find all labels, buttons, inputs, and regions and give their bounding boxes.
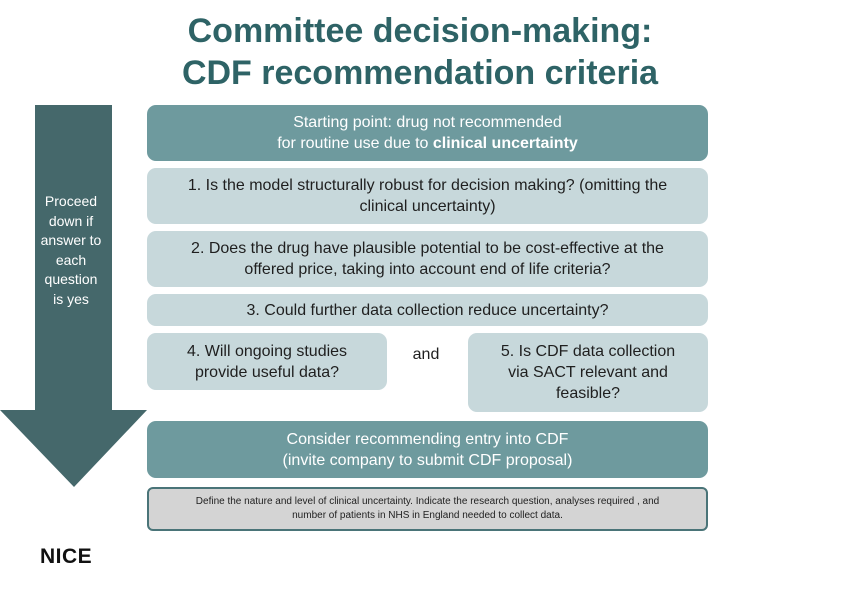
arrow-instruction: Proceed down if answer to each question … — [32, 192, 110, 309]
consider-cdf-box: Consider recommending entry into CDF (in… — [147, 421, 708, 478]
arrow-line: is yes — [53, 290, 89, 307]
arrow-line: Proceed — [44, 193, 98, 209]
slide-title: Committee decision-making: CDF recommend… — [140, 10, 700, 94]
q2-line-2: offered price, taking into account end o… — [244, 261, 611, 278]
title-line-2: CDF recommendation criteria — [181, 54, 659, 92]
q2-line-1: 2. Does the drug have plausible potentia… — [191, 240, 664, 257]
consider-line-1: Consider recommending entry into CDF — [286, 430, 569, 448]
definition-note: Define the nature and level of clinical … — [147, 487, 708, 531]
arrow-line: answer to — [40, 232, 102, 248]
and-connector: and — [412, 346, 440, 363]
clinical-uncertainty-emphasis: clinical uncertainty — [432, 135, 578, 152]
nice-logo: NICE — [40, 545, 93, 568]
q1-line-1: 1. Is the model structurally robust for … — [187, 177, 668, 194]
title-line-1: Committee decision-making: — [187, 12, 653, 50]
q4-line-2: provide useful data? — [194, 363, 340, 381]
down-arrow — [0, 105, 147, 487]
start-line-2-prefix: for routine use due to — [277, 135, 433, 152]
consider-line-2: (invite company to submit CDF proposal) — [282, 451, 573, 469]
note-line-2: number of patients in NHS in England nee… — [292, 510, 563, 521]
arrow-line: question — [44, 271, 98, 287]
arrow-line: down if — [48, 212, 94, 229]
q4-line-1: 4. Will ongoing studies — [186, 342, 348, 360]
q5-line-3: feasible? — [555, 385, 621, 402]
q3-line-1: 3. Could further data collection reduce … — [246, 301, 609, 319]
question-5-box: 5. Is CDF data collection via SACT relev… — [468, 333, 708, 412]
question-4-box: 4. Will ongoing studies provide useful d… — [147, 333, 387, 390]
start-line-2: for routine use due to clinical uncertai… — [277, 133, 578, 154]
q1-line-2: clinical uncertainty) — [359, 198, 496, 215]
starting-point-box: Starting point: drug not recommended for… — [147, 105, 708, 161]
arrow-line: each — [55, 251, 87, 268]
question-1-box: 1. Is the model structurally robust for … — [147, 168, 708, 224]
question-3-box: 3. Could further data collection reduce … — [147, 294, 708, 326]
note-line-1: Define the nature and level of clinical … — [195, 496, 660, 507]
q5-line-2: via SACT relevant and — [508, 364, 668, 381]
question-2-box: 2. Does the drug have plausible potentia… — [147, 231, 708, 287]
start-line-1: Starting point: drug not recommended — [293, 114, 562, 131]
q5-line-1: 5. Is CDF data collection — [500, 343, 676, 360]
